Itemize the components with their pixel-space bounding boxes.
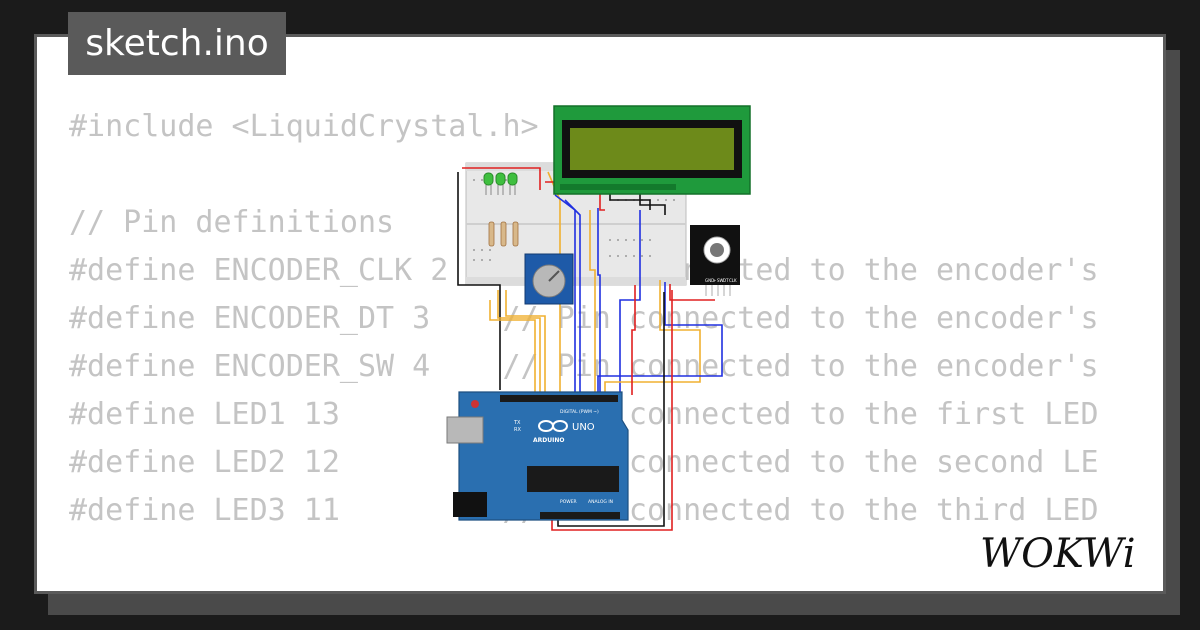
potentiometer — [524, 253, 574, 305]
code-line: #include <LiquidCrystal.h> — [69, 109, 539, 144]
lcd-module — [553, 105, 751, 195]
code-line: #define LED1 13 // Pin connected to the … — [69, 397, 1099, 432]
code-line: // Initialize the LCD with the pins used — [69, 583, 1099, 591]
analog-header-label: ANALOG IN — [588, 499, 613, 505]
led-icon — [483, 172, 494, 195]
rotary-encoder: GND + SW DT CLK — [690, 225, 740, 296]
board-brand: ARDUINO — [533, 437, 564, 444]
board-model: UNO — [572, 422, 595, 433]
wires — [457, 167, 723, 531]
encoder-pin-label: + — [713, 278, 716, 283]
code-line: #define ENCODER_DT 3 // Pin connected to… — [69, 301, 1099, 336]
digital-header-label: DIGITAL (PWM ~) — [560, 409, 599, 415]
file-title-tab: sketch.ino — [68, 12, 286, 75]
code-line: #define ENCODER_SW 4 // Pin connected to… — [69, 349, 1099, 384]
resistor-group — [488, 221, 519, 247]
arduino-logo-icon — [538, 420, 568, 432]
arduino-uno-board: UNO ARDUINO DIGITAL (PWM ~) TX RX POWER … — [446, 391, 629, 521]
led-icon — [495, 172, 506, 195]
encoder-pin-label: DT — [723, 278, 729, 283]
code-line: // Pin definitions — [69, 205, 395, 240]
rx-label: RX — [514, 427, 521, 433]
code-preview: #include <LiquidCrystal.h> // Pin definit… — [69, 103, 1099, 591]
power-jack-icon — [453, 492, 487, 517]
encoder-pin-label: GND — [705, 278, 714, 283]
tx-label: TX — [513, 420, 521, 426]
wokwi-logo-text: WOKWi — [980, 531, 1136, 576]
encoder-pin-label: SW — [717, 278, 724, 283]
resistor-icon — [488, 221, 495, 247]
encoder-pin-label: CLK — [729, 278, 737, 283]
reset-button-icon — [471, 400, 479, 408]
usb-port-icon — [446, 416, 484, 444]
resistor-icon — [500, 221, 507, 247]
wokwi-logo: WOKWi — [980, 531, 1136, 576]
led-icon — [507, 172, 518, 195]
circuit-diagram: GND + SW DT CLK UNO ARDUINO DIGITAL (PWM… — [446, 105, 751, 531]
power-header-label: POWER — [560, 499, 577, 505]
resistor-icon — [512, 221, 519, 247]
led-group — [483, 172, 518, 195]
code-line — [69, 535, 1099, 583]
